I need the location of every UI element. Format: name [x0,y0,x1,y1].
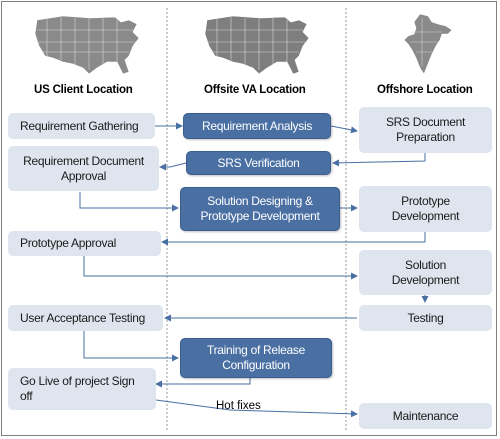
box-solution-development: Solution Development [359,250,492,295]
arrow-srs-prep-to-verification [332,152,426,167]
arrow-approval-to-solution-design [79,192,179,212]
box-prototype-approval: Prototype Approval [8,231,161,256]
box-go-live-sign-off: Go Live of project Sign off [8,368,156,410]
box-srs-verification: SRS Verification [186,151,331,175]
column-label-offshore: Offshore Location [377,84,473,96]
box-srs-document-preparation: SRS Document Preparation [359,107,492,153]
box-training-release-config: Training of Release Configuration [180,338,332,378]
arrow-verification-to-approval [159,162,187,171]
box-user-acceptance-testing: User Acceptance Testing [8,305,163,331]
column-label-us: US Client Location [34,84,133,96]
arrow-go-live-to-maintenance [155,399,358,418]
india-map-icon [403,13,453,75]
box-requirement-gathering: Requirement Gathering [8,113,155,139]
box-requirement-document-approval: Requirement Document Approval [8,146,159,191]
column-label-offsite: Offsite VA Location [204,84,306,96]
box-maintenance: Maintenance [359,403,492,429]
arrow-uat-to-training [83,330,179,362]
arrow-training-to-go-live [155,377,251,388]
usa-map-icon-offsite [204,15,310,75]
box-solution-designing: Solution Designing & Prototype Developme… [180,187,340,231]
box-testing: Testing [359,305,492,331]
box-requirement-analysis: Requirement Analysis [183,113,331,139]
arrow-prototype-dev-to-approval [161,232,426,246]
box-prototype-development: Prototype Development [359,186,492,232]
usa-map-icon [34,15,140,75]
label-hot-fixes: Hot fixes [216,400,261,412]
arrow-analysis-to-srs-prep [330,125,358,134]
arrow-approval-to-solution-dev [83,256,358,280]
